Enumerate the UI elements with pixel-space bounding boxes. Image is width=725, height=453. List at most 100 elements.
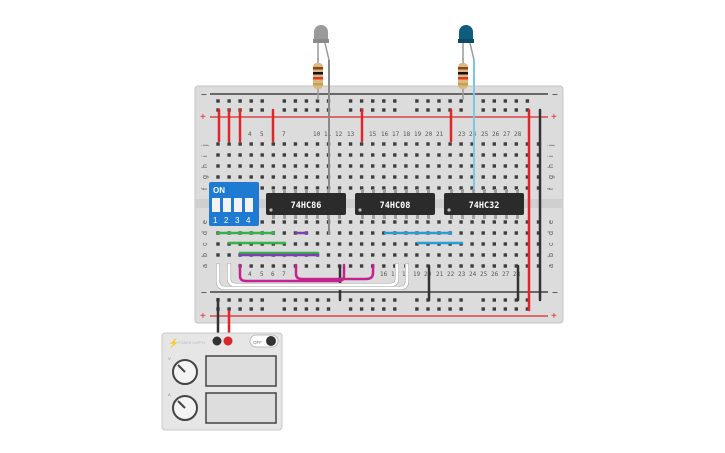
breadboard-hole[interactable] — [382, 253, 386, 257]
blue-led[interactable] — [458, 25, 475, 61]
breadboard-hole[interactable] — [415, 264, 419, 268]
breadboard-hole[interactable] — [459, 264, 463, 268]
breadboard-hole[interactable] — [304, 108, 309, 112]
breadboard-hole[interactable] — [348, 220, 353, 224]
breadboard-hole[interactable] — [459, 220, 463, 224]
breadboard-hole[interactable] — [448, 153, 452, 157]
breadboard-hole[interactable] — [459, 307, 463, 311]
breadboard-hole[interactable] — [415, 242, 419, 246]
breadboard-hole[interactable] — [503, 253, 507, 257]
breadboard-hole[interactable] — [492, 164, 496, 168]
breadboard-hole[interactable] — [260, 142, 264, 146]
breadboard-hole[interactable] — [249, 99, 253, 103]
breadboard-hole[interactable] — [514, 142, 518, 146]
breadboard-hole[interactable] — [536, 175, 541, 179]
breadboard-hole[interactable] — [227, 99, 231, 103]
breadboard-hole[interactable] — [238, 164, 242, 168]
breadboard-hole[interactable] — [415, 186, 419, 190]
breadboard-hole[interactable] — [260, 153, 264, 157]
purple-wires[interactable] — [238, 231, 320, 257]
breadboard-hole[interactable] — [260, 164, 264, 168]
breadboard-hole[interactable] — [227, 164, 231, 168]
breadboard-hole[interactable] — [481, 231, 485, 235]
breadboard-hole[interactable] — [249, 153, 253, 157]
breadboard-hole[interactable] — [282, 298, 286, 302]
white-wire[interactable] — [216, 263, 409, 290]
dip-toggle-4[interactable] — [245, 198, 253, 212]
breadboard-hole[interactable] — [393, 220, 397, 224]
breadboard-hole[interactable] — [371, 164, 375, 168]
breadboard-hole[interactable] — [293, 164, 298, 168]
breadboard-hole[interactable] — [227, 298, 231, 302]
breadboard-hole[interactable] — [293, 108, 298, 112]
breadboard-hole[interactable] — [348, 186, 353, 190]
breadboard-hole[interactable] — [216, 242, 220, 246]
breadboard-hole[interactable] — [238, 142, 242, 146]
breadboard-hole[interactable] — [348, 99, 353, 103]
breadboard-hole[interactable] — [404, 142, 408, 146]
green-wires[interactable] — [216, 231, 320, 255]
breadboard-hole[interactable] — [448, 298, 452, 302]
breadboard-hole[interactable] — [503, 298, 507, 302]
white-wire[interactable] — [227, 263, 399, 287]
breadboard-hole[interactable] — [525, 231, 530, 235]
breadboard-hole[interactable] — [525, 307, 530, 311]
breadboard-hole[interactable] — [514, 175, 518, 179]
breadboard-hole[interactable] — [393, 264, 397, 268]
breadboard-hole[interactable] — [404, 153, 408, 157]
breadboard-hole[interactable] — [514, 164, 518, 168]
breadboard-hole[interactable] — [382, 164, 386, 168]
breadboard-hole[interactable] — [348, 153, 353, 157]
breadboard-hole[interactable] — [359, 164, 364, 168]
breadboard-hole[interactable] — [371, 307, 375, 311]
breadboard-hole[interactable] — [382, 298, 386, 302]
breadboard-hole[interactable] — [503, 108, 507, 112]
breadboard-hole[interactable] — [315, 220, 320, 224]
resistor-2[interactable] — [458, 58, 468, 100]
breadboard-hole[interactable] — [315, 153, 320, 157]
breadboard-hole[interactable] — [426, 153, 430, 157]
red-power-jumpers[interactable] — [217, 108, 531, 312]
breadboard-hole[interactable] — [326, 264, 331, 268]
breadboard-hole[interactable] — [382, 220, 386, 224]
breadboard-hole[interactable] — [260, 298, 264, 302]
breadboard-hole[interactable] — [271, 142, 275, 146]
breadboard-hole[interactable] — [404, 220, 408, 224]
breadboard-hole[interactable] — [525, 220, 530, 224]
breadboard-hole[interactable] — [359, 253, 364, 257]
breadboard-hole[interactable] — [282, 175, 286, 179]
breadboard-hole[interactable] — [437, 307, 441, 311]
breadboard-hole[interactable] — [514, 298, 518, 302]
breadboard-hole[interactable] — [282, 142, 286, 146]
breadboard-hole[interactable] — [227, 142, 231, 146]
breadboard-hole[interactable] — [382, 142, 386, 146]
breadboard-hole[interactable] — [282, 99, 286, 103]
breadboard-hole[interactable] — [525, 108, 530, 112]
breadboard-hole[interactable] — [503, 242, 507, 246]
power-supply[interactable]: ⚡ POWER SUPPLY OFF V A — [161, 332, 283, 431]
breadboard-hole[interactable] — [514, 253, 518, 257]
breadboard-hole[interactable] — [514, 220, 518, 224]
breadboard-hole[interactable] — [503, 231, 507, 235]
breadboard-hole[interactable] — [481, 99, 485, 103]
breadboard-hole[interactable] — [470, 264, 474, 268]
breadboard-hole[interactable] — [503, 164, 507, 168]
breadboard-hole[interactable] — [282, 153, 286, 157]
breadboard-hole[interactable] — [227, 175, 231, 179]
breadboard-hole[interactable] — [371, 242, 375, 246]
breadboard-hole[interactable] — [503, 307, 507, 311]
breadboard-hole[interactable] — [492, 108, 496, 112]
breadboard-hole[interactable] — [348, 142, 353, 146]
breadboard-hole[interactable] — [293, 298, 298, 302]
breadboard-hole[interactable] — [459, 142, 463, 146]
breadboard-hole[interactable] — [525, 242, 530, 246]
breadboard-hole[interactable] — [459, 164, 463, 168]
breadboard-hole[interactable] — [315, 164, 320, 168]
breadboard-hole[interactable] — [448, 186, 452, 190]
breadboard-hole[interactable] — [404, 164, 408, 168]
breadboard-hole[interactable] — [393, 186, 397, 190]
breadboard-hole[interactable] — [315, 108, 320, 112]
breadboard-hole[interactable] — [348, 307, 353, 311]
breadboard-hole[interactable] — [470, 220, 474, 224]
breadboard-hole[interactable] — [304, 186, 309, 190]
